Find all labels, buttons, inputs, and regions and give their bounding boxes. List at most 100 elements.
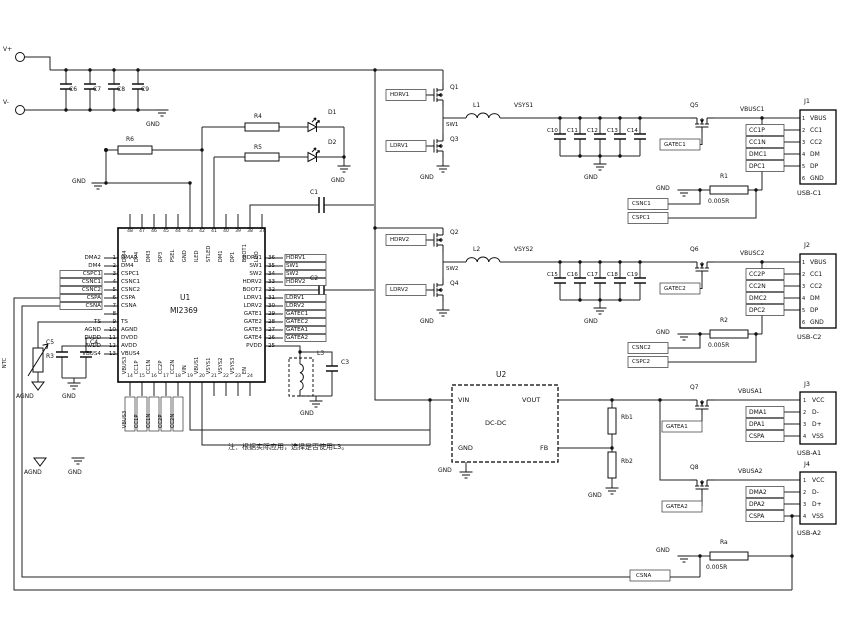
net-label: VBUS4	[82, 351, 101, 357]
net-label: CC1P	[749, 126, 765, 134]
pin-name: D+	[812, 500, 822, 508]
u1-part: MI2369	[170, 306, 198, 315]
r2-value: 0.005R	[708, 342, 730, 349]
pin-name: SW1	[249, 263, 262, 269]
net-label: DMA1	[749, 408, 767, 416]
wires	[13, 56, 800, 591]
cap-label: C7	[93, 86, 102, 93]
net-label: GATEA1	[286, 327, 309, 333]
usb-c1-type: USB-C1	[797, 189, 822, 197]
cap-label: C15	[547, 272, 558, 278]
pin-name: CC1P	[133, 360, 140, 374]
j3-ref: J3	[804, 380, 811, 388]
pin-number: 8	[112, 311, 116, 317]
schematic-note: 注：根据实际应用，选择是否使用L3。	[228, 443, 349, 451]
cap-label: C10	[547, 128, 558, 134]
pin-name: CC1	[810, 270, 823, 278]
gnd-label: GND	[584, 318, 598, 325]
cspc2-flag: CSPC2	[632, 359, 650, 365]
pin-name: LDRV2	[243, 303, 262, 309]
pin-name: AVDD	[121, 343, 137, 349]
net-label: CSNC2	[81, 287, 101, 293]
net-label: CC1N	[145, 413, 152, 428]
net-label: CSNA	[85, 303, 101, 309]
pin-number: 46	[151, 229, 157, 234]
pin-number: 1	[803, 397, 807, 404]
net-label: SW1	[286, 263, 299, 269]
ntc-label: NTC	[2, 344, 18, 368]
vsys1-label: VSYS1	[514, 102, 534, 109]
agnd-label: AGND	[24, 469, 42, 476]
pin-name: DP4	[133, 251, 140, 262]
csnc1-flag: CSNC1	[632, 201, 651, 207]
net-label: HDRV2	[286, 279, 306, 285]
outlines	[117, 109, 837, 525]
pin-name: DM	[810, 294, 820, 302]
net-label: GATEA2	[286, 335, 309, 341]
pin-number: 15	[139, 373, 145, 379]
pin-number: 4	[112, 279, 116, 285]
pin-number: 7	[112, 303, 116, 309]
pin-number: 44	[175, 229, 181, 234]
pin-number: 14	[127, 373, 133, 379]
u1-ref: U1	[180, 293, 191, 302]
net-label: DPA1	[749, 420, 765, 428]
pin-number: 2	[802, 127, 806, 134]
d1-label: D1	[328, 109, 337, 116]
pin-number: 31	[268, 295, 276, 301]
j2-ref: J2	[804, 241, 811, 249]
cap-label: C13	[607, 128, 618, 134]
r3-label: R3	[46, 353, 54, 360]
agnd-label: AGND	[16, 393, 34, 400]
pin-name: DP	[810, 162, 819, 170]
pin-name: CC2N	[169, 359, 176, 374]
pin-number: 18	[175, 373, 181, 379]
pin-name: CSNC2	[121, 287, 141, 293]
pin-name: DM4	[121, 263, 134, 269]
cap-label: C14	[627, 128, 638, 134]
net-label: CC2P	[749, 270, 765, 278]
gatea2-flag: GATEA2	[666, 503, 688, 510]
pin-name: CSPA	[121, 295, 136, 301]
pin-name: VBUS4	[121, 351, 140, 357]
pin-number: 37	[259, 229, 265, 234]
pin-name: CC2P	[157, 360, 164, 374]
gnd-label: GND	[72, 178, 86, 185]
pin-name: DM	[810, 150, 820, 158]
vbusa1-label: VBUSA1	[738, 388, 763, 395]
pin-name: VCC	[812, 476, 825, 484]
net-label: AGND	[84, 327, 101, 333]
d2-label: D2	[328, 139, 337, 146]
net-label	[286, 342, 308, 350]
cap-label: C8	[117, 86, 126, 93]
pin-name: LDRV1	[243, 295, 262, 301]
q4-label: Q4	[450, 280, 459, 287]
pin-number: 32	[268, 287, 276, 293]
net-label: CC1P	[133, 414, 140, 428]
hdrv1-flag: HDRV1	[390, 92, 410, 98]
pin-name: HDRV1	[242, 255, 262, 261]
pin-number: 6	[802, 319, 806, 326]
pin-name: GATE2	[243, 319, 262, 325]
q6-label: Q6	[690, 246, 699, 253]
vminus-terminal-label: V-	[3, 99, 9, 106]
c2-label: C2	[310, 275, 319, 282]
ra-value: 0.005R	[706, 564, 728, 571]
gnd-label: GND	[438, 467, 452, 474]
pin-number: 27	[268, 327, 276, 333]
net-label: DPC2	[749, 306, 766, 314]
pin-number: 4	[803, 433, 807, 440]
pin-name: LDO	[253, 251, 260, 262]
resistors	[27, 122, 749, 561]
net-label: GATEC2	[286, 319, 309, 325]
c3-label: C3	[341, 359, 350, 366]
c1-label: C1	[310, 189, 319, 196]
j1-ref: J1	[804, 97, 811, 105]
